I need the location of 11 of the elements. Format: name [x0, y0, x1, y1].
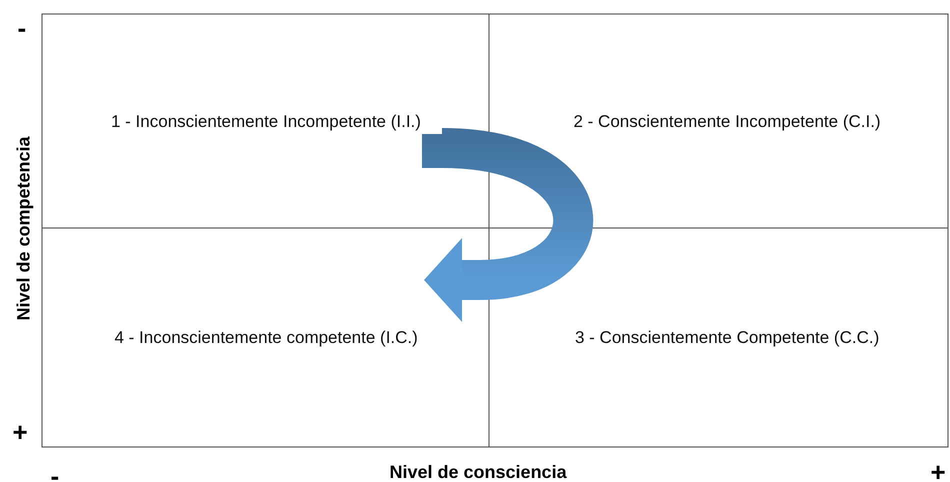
axis-sign: + — [930, 456, 946, 482]
axis-sign: + — [12, 416, 28, 448]
quadrant-label: 1 - Inconscientemente Incompetente (I.I.) — [111, 112, 421, 132]
quadrant-label: 3 - Conscientemente Competente (C.C.) — [575, 328, 880, 348]
curved-arrow — [422, 128, 593, 322]
axis-sign: - — [50, 460, 60, 482]
axis-sign: - — [18, 12, 26, 44]
quadrant-label: 2 - Conscientemente Incompetente (C.I.) — [574, 112, 881, 132]
axis-title: Nivel de consciencia — [390, 462, 567, 482]
quadrant-label: 4 - Inconscientemente competente (I.C.) — [114, 328, 418, 348]
axis-title: Nivel de competencia — [14, 136, 35, 320]
